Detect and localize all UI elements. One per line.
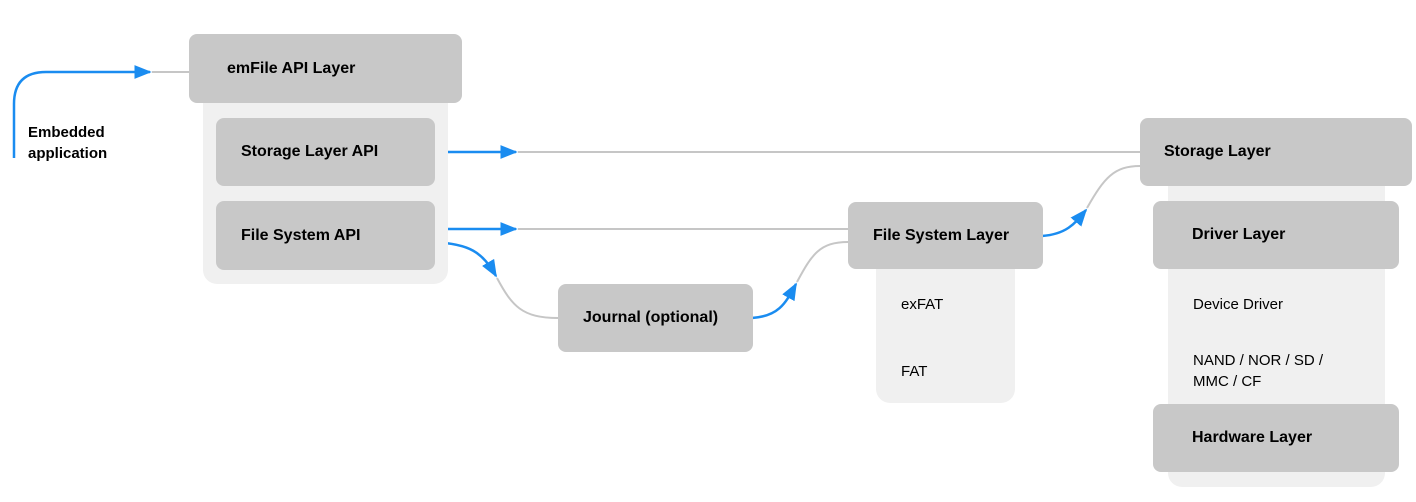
storage-item-media-line1: NAND / NOR / SD / [1193, 352, 1324, 369]
connector-fs-to-storage-active [1041, 208, 1088, 238]
application-label-line2: application [28, 145, 108, 162]
connector-fs-to-storage-passive [1086, 165, 1141, 209]
driver-layer-label: Driver Layer [1192, 226, 1286, 243]
storage-layer-api-box: Storage Layer API [216, 118, 435, 186]
connector-journal-to-fs-passive [796, 241, 849, 283]
driver-layer-box: Driver Layer [1153, 201, 1399, 269]
application-label-line1: Embedded [28, 124, 105, 141]
emfile-api-layer-box: emFile API Layer [189, 34, 462, 103]
hardware-layer-label: Hardware Layer [1192, 429, 1313, 446]
file-system-layer-label: File System Layer [873, 226, 1010, 244]
journal-box: Journal (optional) [558, 284, 753, 352]
storage-layer-box: Storage Layer [1140, 118, 1412, 186]
file-system-layer-box: File System Layer [848, 202, 1043, 269]
embedded-application-label: Embedded application [28, 122, 107, 164]
hardware-layer-box: Hardware Layer [1153, 404, 1399, 472]
connector-fs-api-to-journal-passive [496, 277, 559, 319]
storage-layer-api-label: Storage Layer API [241, 143, 379, 160]
file-system-api-box: File System API [216, 201, 435, 270]
emfile-api-layer-label: emFile API Layer [227, 59, 356, 77]
storage-item-device-driver: Device Driver [1193, 296, 1284, 313]
connector-app-to-api [12, 65, 152, 158]
fs-item-exfat: exFAT [901, 296, 944, 313]
fs-item-fat: FAT [901, 363, 928, 380]
file-system-api-label: File System API [241, 226, 361, 244]
storage-item-media-line2: MMC / CF [1193, 373, 1262, 390]
storage-layer-label: Storage Layer [1164, 143, 1271, 160]
connector-journal-to-fs-active [751, 282, 798, 320]
journal-label: Journal (optional) [583, 309, 719, 326]
